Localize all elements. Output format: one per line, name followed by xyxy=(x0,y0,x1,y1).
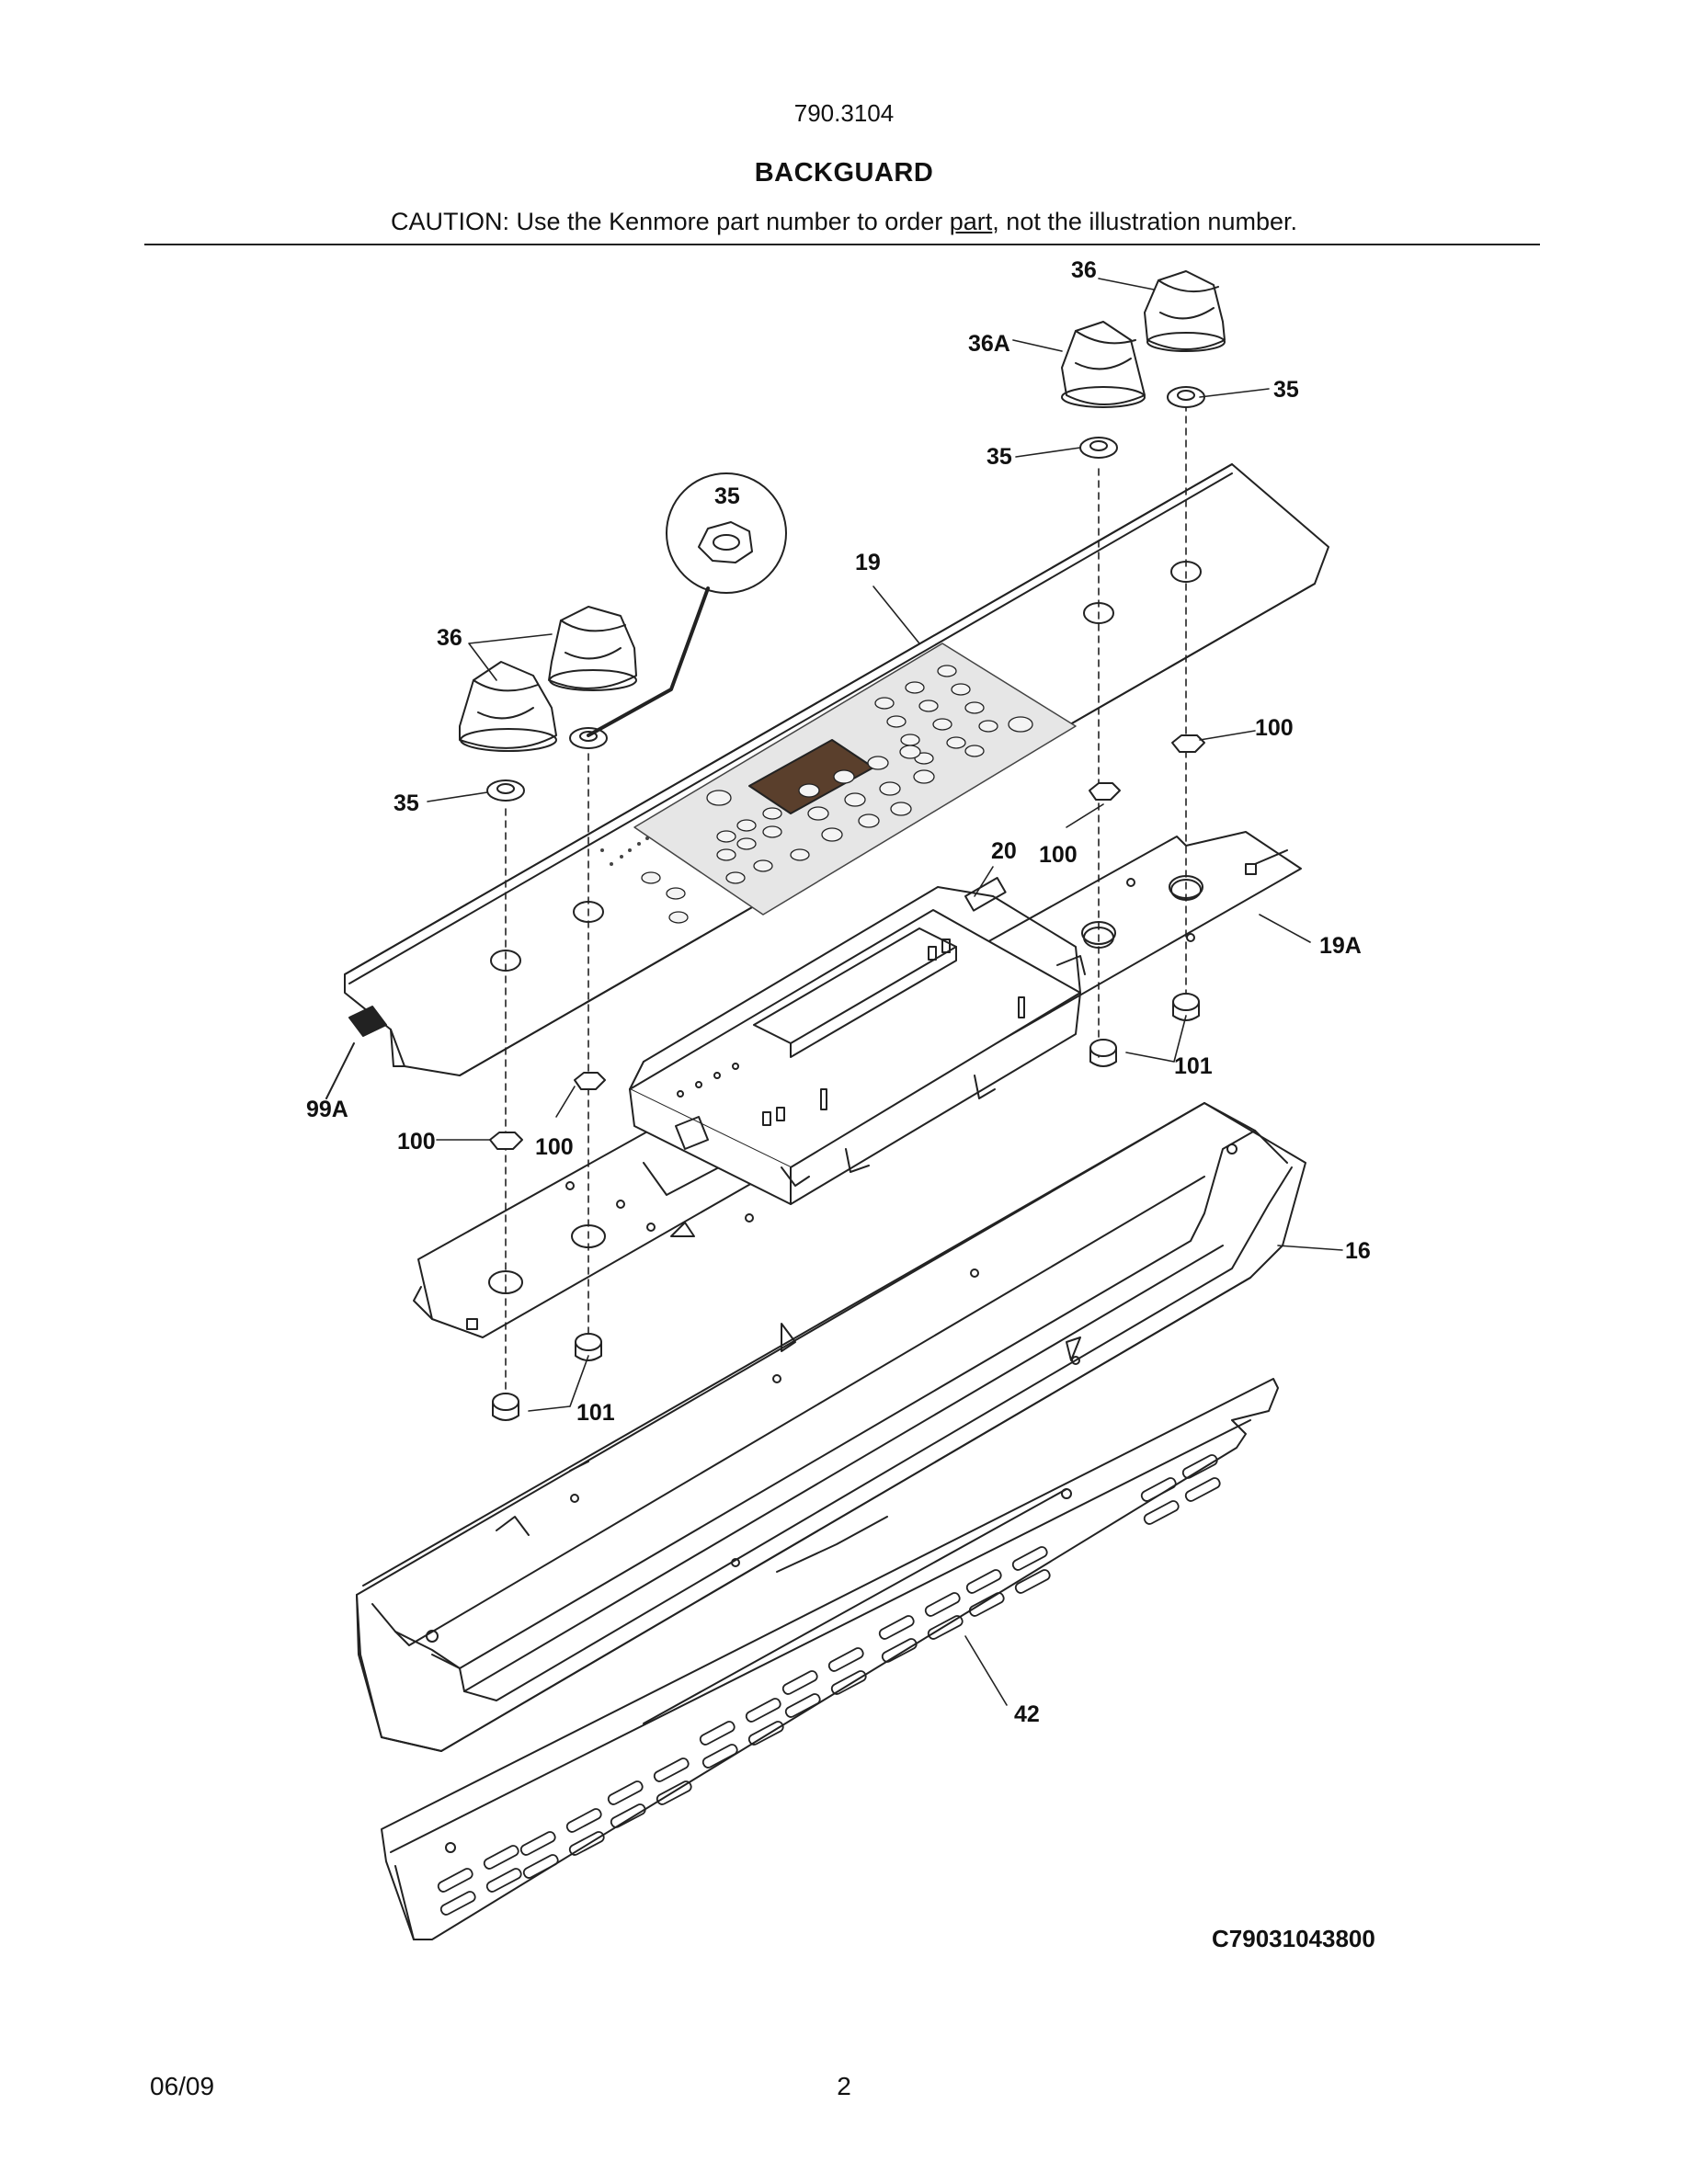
knob-36-left-b xyxy=(548,606,637,691)
control-board-20 xyxy=(629,877,1086,1205)
caution-underlined-word: part xyxy=(949,208,993,235)
inset-detail-circle xyxy=(587,472,787,737)
caution-text-start: CAUTION: Use the Kenmore part number to … xyxy=(391,208,950,235)
label-36a: 36A xyxy=(968,331,1010,357)
nut-100-left xyxy=(489,1132,523,1150)
nut-101-left-a xyxy=(575,1333,602,1361)
nut-101-right-b xyxy=(1089,1039,1117,1067)
ring-35-mid xyxy=(1079,437,1118,459)
alignment-lines xyxy=(505,404,1187,1403)
label-35-inset: 35 xyxy=(714,483,740,509)
label-42: 42 xyxy=(1014,1701,1040,1727)
exploded-parts-diagram: 36 36A 35 35 35 19 36 100 35 20 100 19A … xyxy=(306,257,1375,1952)
vent-panel-42 xyxy=(381,1378,1279,1940)
label-35-mid: 35 xyxy=(987,444,1012,470)
nut-100-mid xyxy=(1089,782,1121,801)
page-number: 2 xyxy=(837,2072,851,2100)
nut-101-left-b xyxy=(492,1393,519,1421)
label-35-right: 35 xyxy=(1273,377,1299,403)
knob-36-left-a xyxy=(459,661,557,752)
knob-36-right xyxy=(1144,270,1226,352)
label-16: 16 xyxy=(1345,1238,1371,1264)
backguard-frame-16 xyxy=(356,1102,1306,1752)
label-100-mid: 100 xyxy=(1039,842,1078,868)
label-100-left: 100 xyxy=(397,1129,436,1155)
nut-101-right-a xyxy=(1172,993,1200,1021)
callout-labels: 36 36A 35 35 35 19 36 100 35 20 100 19A … xyxy=(306,257,1375,1952)
caution-note: CAUTION: Use the Kenmore part number to … xyxy=(0,208,1688,236)
model-number: 790.3104 xyxy=(793,99,895,127)
page-title: BACKGUARD xyxy=(754,158,934,188)
console-panel-19 xyxy=(344,463,1329,1076)
leader-lines xyxy=(427,278,1343,1706)
nut-100-left2 xyxy=(574,1072,606,1090)
drawing-code: C79031043800 xyxy=(1212,1925,1375,1952)
header-rule xyxy=(144,244,1540,245)
tab-99a xyxy=(325,1006,387,1099)
footer-date: 06/09 xyxy=(150,2072,215,2100)
label-100-right: 100 xyxy=(1255,715,1294,741)
label-36-top: 36 xyxy=(1071,257,1097,283)
ring-35-left xyxy=(486,779,525,802)
ring-35-right xyxy=(1167,386,1205,408)
nut-100-right xyxy=(1171,734,1205,753)
label-19: 19 xyxy=(855,550,881,575)
label-101-right: 101 xyxy=(1174,1053,1213,1079)
label-35-left: 35 xyxy=(393,791,419,816)
knob-36a xyxy=(1061,321,1146,408)
label-20: 20 xyxy=(991,838,1017,864)
label-99a: 99A xyxy=(306,1097,348,1122)
label-101-left: 101 xyxy=(576,1400,615,1426)
label-100-left2: 100 xyxy=(535,1134,574,1160)
label-36-left: 36 xyxy=(437,625,462,651)
label-19a: 19A xyxy=(1319,933,1362,959)
caution-text-end: , not the illustration number. xyxy=(992,208,1297,235)
ring-35-inset-lower xyxy=(569,727,608,749)
